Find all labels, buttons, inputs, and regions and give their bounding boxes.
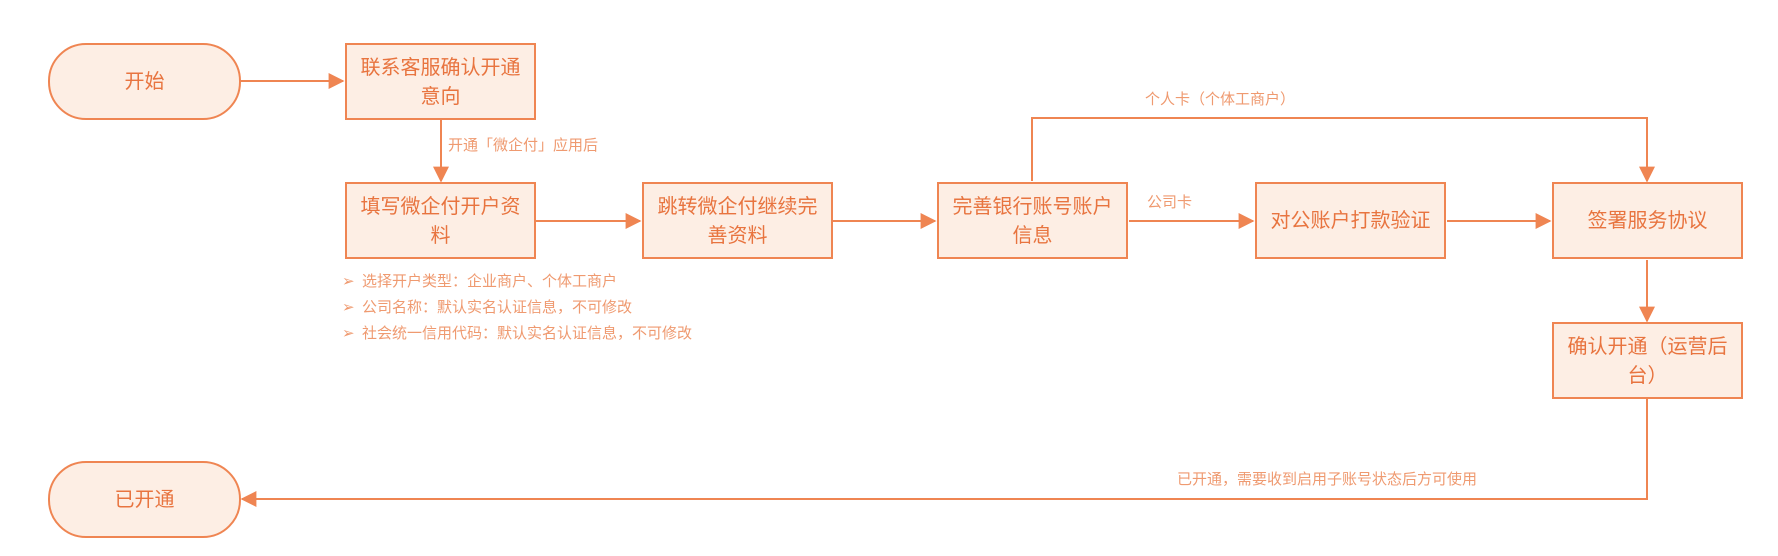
edge-label-personal-card: 个人卡（个体工商户）: [1145, 90, 1296, 108]
node-fill-info-label: 填写微企付开户资料: [360, 193, 521, 247]
note-item-text: 公司名称：默认实名认证信息，不可修改: [362, 298, 633, 316]
node-end: 已开通: [48, 461, 241, 538]
node-bank: 完善银行账号账户信息: [937, 182, 1128, 259]
node-bank-label: 完善银行账号账户信息: [952, 193, 1113, 247]
edge-label-opened-note: 已开通，需要收到启用子账号状态后方可使用: [1177, 470, 1478, 488]
node-contact: 联系客服确认开通意向: [345, 43, 536, 120]
edge-label-after-open: 开通「微企付」应用后: [448, 136, 599, 154]
node-sign: 签署服务协议: [1552, 182, 1743, 259]
node-start: 开始: [48, 43, 241, 120]
node-confirm-label: 确认开通（运营后台）: [1567, 333, 1728, 387]
note-item: ➢ 选择开户类型：企业商户、个体工商户: [342, 268, 692, 294]
edge-label-company-card: 公司卡: [1147, 193, 1193, 211]
node-sign-label: 签署服务协议: [1587, 208, 1708, 232]
note-item: ➢ 公司名称：默认实名认证信息，不可修改: [342, 294, 692, 320]
node-contact-label: 联系客服确认开通意向: [360, 54, 521, 108]
node-jump-label: 跳转微企付继续完善资料: [657, 193, 818, 247]
fill-info-notes: ➢ 选择开户类型：企业商户、个体工商户 ➢ 公司名称：默认实名认证信息，不可修改 ➢…: [342, 268, 692, 346]
edge-bank-sign-personal: [1031, 117, 1655, 183]
node-jump: 跳转微企付继续完善资料: [642, 182, 833, 259]
note-item: ➢ 社会统一信用代码：默认实名认证信息，不可修改: [342, 320, 692, 346]
note-item-text: 选择开户类型：企业商户、个体工商户: [362, 272, 618, 290]
node-confirm: 确认开通（运营后台）: [1552, 322, 1743, 399]
node-verify-label: 对公账户打款验证: [1270, 208, 1431, 232]
edge-confirm-end: [240, 398, 1648, 507]
node-start-label: 开始: [124, 69, 165, 93]
bullet-icon: ➢: [342, 298, 355, 316]
node-fill-info: 填写微企付开户资料: [345, 182, 536, 259]
bullet-icon: ➢: [342, 324, 355, 342]
node-verify: 对公账户打款验证: [1255, 182, 1446, 259]
node-end-label: 已开通: [114, 487, 175, 511]
bullet-icon: ➢: [342, 272, 355, 290]
note-item-text: 社会统一信用代码：默认实名认证信息，不可修改: [362, 324, 693, 342]
